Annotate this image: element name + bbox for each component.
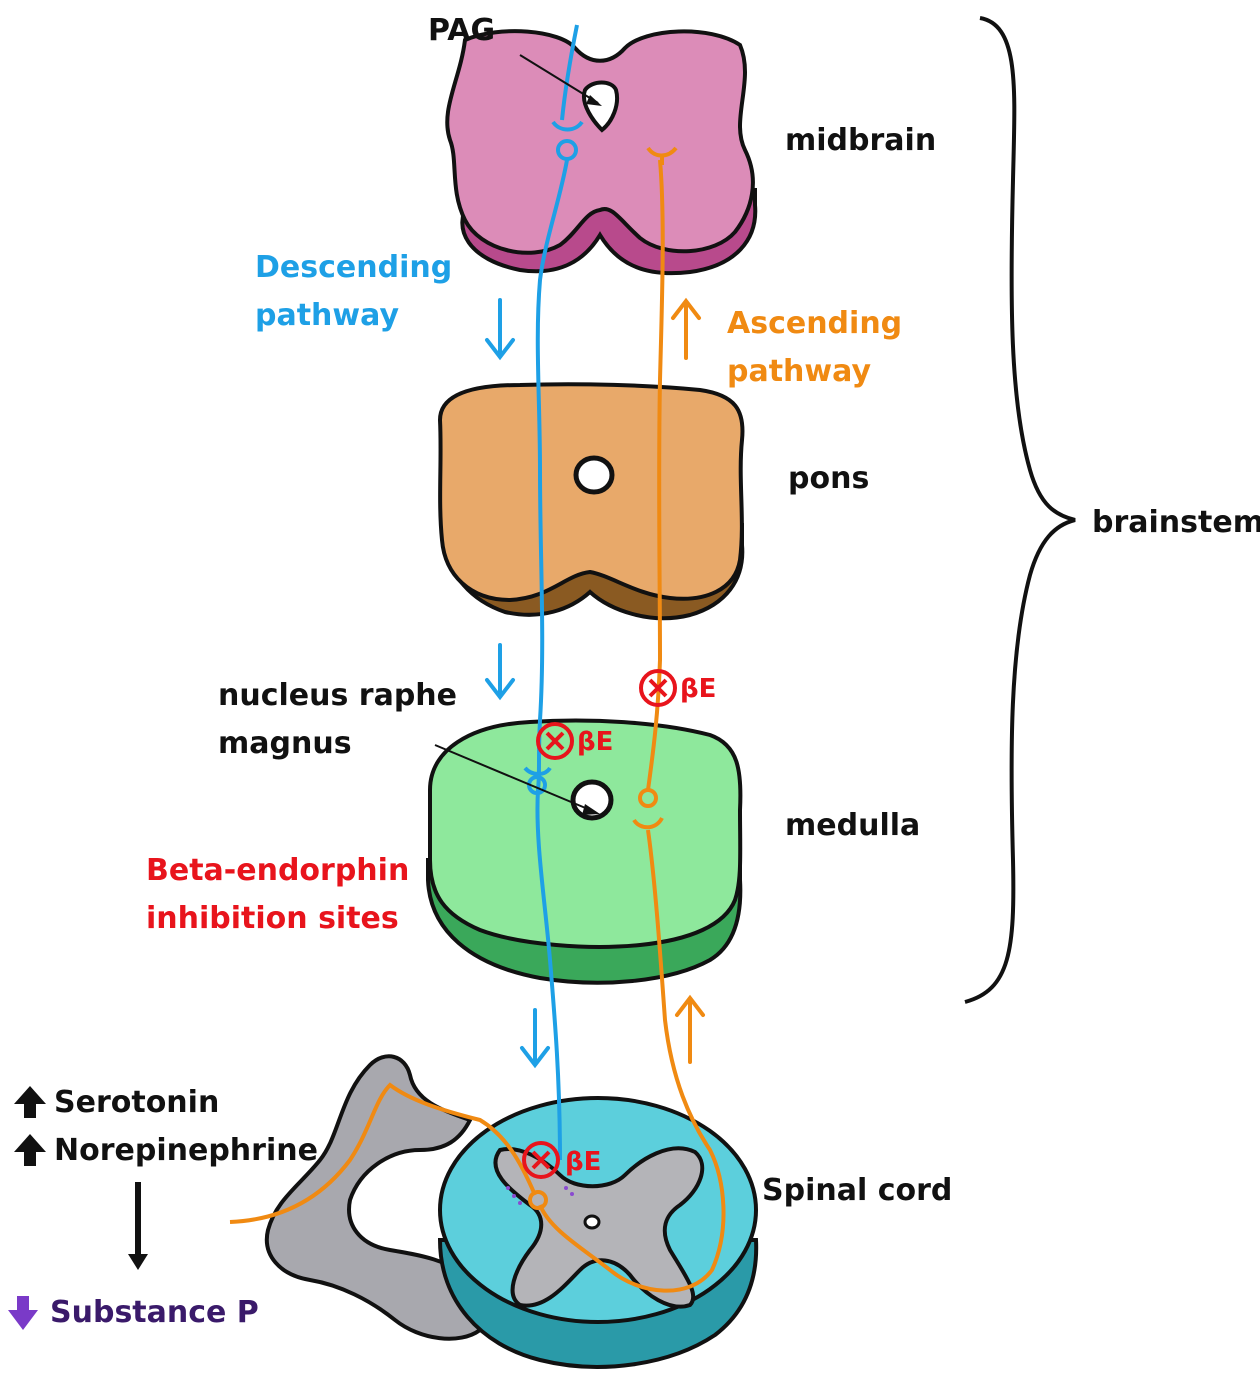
be-label: βE [680,674,716,704]
pag-label: PAG [428,13,495,48]
ascending-synapse-midbrain [646,146,678,165]
ascending-soma-spinal [528,1190,548,1210]
serotonin-label: Serotonin [54,1085,219,1120]
brainstem-label: brainstem [1092,505,1260,540]
descending-arrow-3 [520,1008,550,1069]
medulla-section [426,718,743,985]
descending-pathway [523,24,584,1161]
nrm-pointer [434,744,600,815]
ascending-arrows [671,297,705,1064]
up-arrow-icon [14,1134,46,1166]
spinal-cord-label: Spinal cord [762,1173,952,1208]
up-arrow-icon [14,1086,46,1118]
pons-section [437,382,745,621]
spinal-cord-section [264,1054,759,1369]
pag-pointer [519,54,602,106]
ascending-arrow-1 [671,297,701,360]
descending-arrows [485,298,550,1069]
inhibition-mark-spinal: βE [522,1141,601,1179]
substance-p-dots [506,1186,574,1205]
medulla-canal [570,779,614,821]
ascending-arrow-2 [675,994,705,1064]
descending-synapse-midbrain [551,120,584,132]
midbrain-label: midbrain [785,123,936,158]
midbrain-section [445,29,758,276]
brainstem-brace [964,16,1076,1004]
descending-label-1: Descending [255,250,452,285]
midbrain-body [445,29,755,255]
grey-matter [493,1146,705,1309]
descending-arrow-1 [485,298,515,361]
beta-label-1: Beta-endorphin [146,853,409,888]
ascending-label-1: Ascending [727,306,902,341]
central-canal [583,1214,601,1230]
beta-label-2: inhibition sites [146,901,399,936]
purple-down-arrow-icon [8,1296,38,1330]
ascending-label-2: pathway [727,354,871,389]
down-arrow-icon [128,1182,148,1270]
be-label: βE [565,1147,601,1177]
be-label: βE [577,727,613,757]
descending-label-2: pathway [255,298,399,333]
peripheral-afferent [229,1082,537,1224]
inhibition-mark-medulla-descending: βE [536,722,613,760]
pag-aqueduct [581,80,619,133]
substance-p-label: Substance P [50,1295,259,1330]
ascending-pathway [229,146,726,1293]
ascending-synapse-medulla [632,816,664,830]
nrm-label-2: magnus [218,726,352,761]
descending-arrow-2 [485,643,515,701]
nrm-label-1: nucleus raphe [218,678,457,713]
pons-label: pons [788,461,869,496]
pons-canal [573,455,615,495]
inhibition-mark-medulla-ascending: βE [639,669,716,707]
descending-axon [535,24,579,1161]
descending-soma-midbrain [556,139,578,161]
norepinephrine-label: Norepinephrine [54,1133,318,1168]
medulla-body [428,718,743,949]
ascending-soma-medulla [638,788,658,808]
ascending-axon [538,159,726,1293]
descending-synapse-medulla [523,766,552,776]
medulla-label: medulla [785,808,920,843]
